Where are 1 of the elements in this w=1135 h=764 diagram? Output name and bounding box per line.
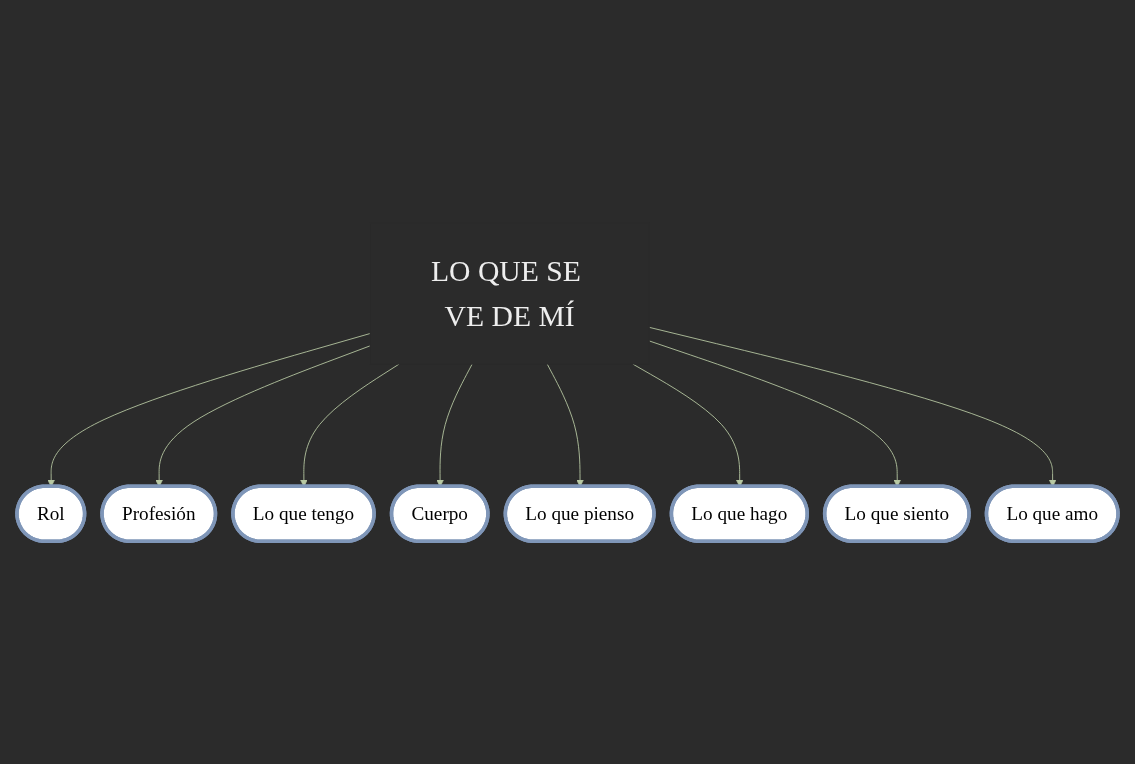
node-text: LO QUE SE VE DE MÍ xyxy=(431,255,581,332)
